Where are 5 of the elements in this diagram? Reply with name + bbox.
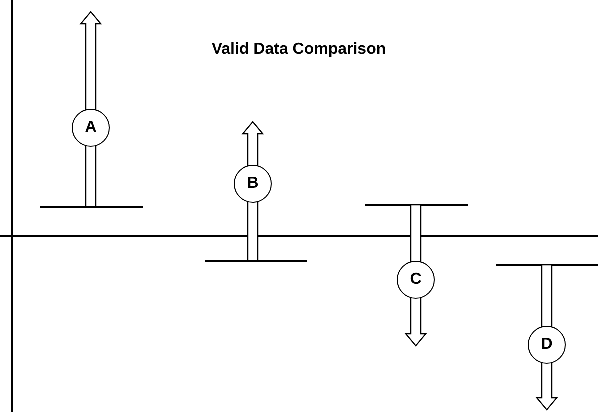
label-circle: D bbox=[528, 326, 566, 364]
label-circle: B bbox=[234, 165, 272, 203]
label-circle: A bbox=[72, 109, 110, 147]
chart-title: Valid Data Comparison bbox=[212, 41, 386, 59]
label-circle: C bbox=[397, 261, 435, 299]
